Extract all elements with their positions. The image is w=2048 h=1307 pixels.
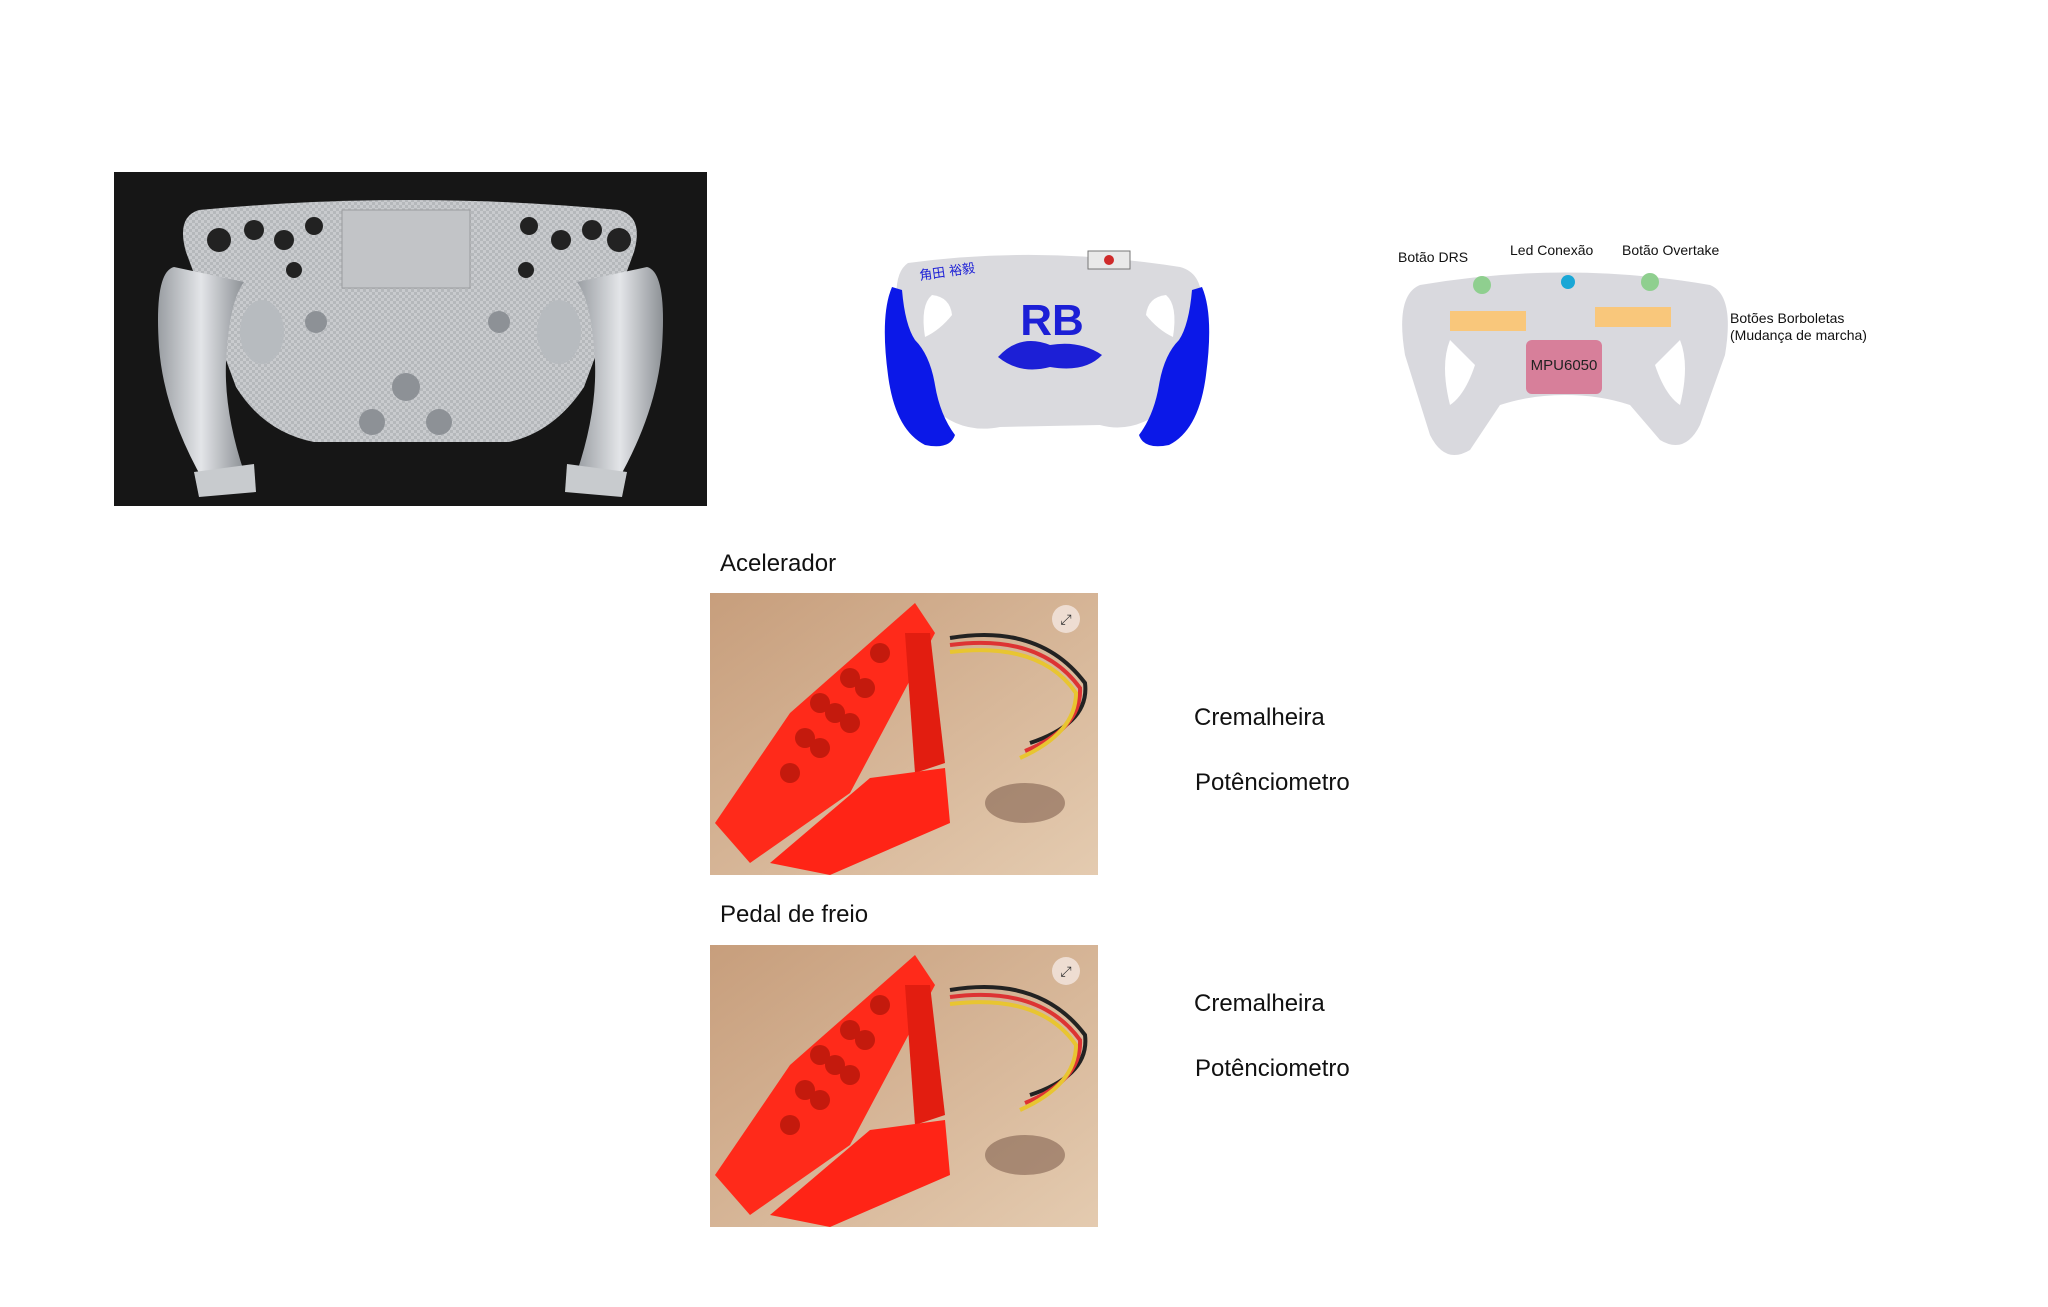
overtake-label: Botão Overtake bbox=[1622, 242, 1720, 258]
paddles-label-line2: (Mudança de marcha) bbox=[1730, 327, 1867, 343]
rb-logo-text: RB bbox=[1020, 296, 1084, 345]
brake-rack-label: Cremalheira bbox=[1194, 990, 1325, 1017]
expand-button[interactable]: ⤢ bbox=[1052, 605, 1080, 633]
steering-wheel-illustration bbox=[158, 200, 663, 497]
mpu-label: MPU6050 bbox=[1530, 357, 1598, 374]
expand-icon: ⤢ bbox=[1060, 962, 1072, 979]
connection-led-icon bbox=[1561, 275, 1575, 289]
wheel-diagram: MPU6050 bbox=[1400, 255, 1730, 465]
mpu-module bbox=[1526, 340, 1602, 394]
bull-icon bbox=[998, 341, 1102, 370]
expand-icon: ⤢ bbox=[1060, 610, 1072, 627]
accelerator-rack-label: Cremalheira bbox=[1194, 704, 1325, 731]
drs-label: Botão DRS bbox=[1398, 249, 1469, 265]
left-grip bbox=[884, 287, 955, 447]
left-paddle bbox=[1450, 311, 1526, 331]
rb-wheel-body bbox=[896, 254, 1202, 429]
drs-button-icon bbox=[1473, 276, 1491, 294]
paddles-label-line1: Botões Borboletas bbox=[1730, 310, 1845, 326]
driver-name: 角田 裕毅 bbox=[918, 260, 976, 284]
accelerator-pedal-photo: ⤢ bbox=[710, 593, 1098, 875]
led-label: Led Conexão bbox=[1510, 242, 1594, 258]
brake-pot-label: Potênciometro bbox=[1195, 1055, 1350, 1082]
right-paddle bbox=[1595, 307, 1671, 327]
rb-wheel-mockup: RB 角田 裕毅 bbox=[880, 245, 1215, 455]
accelerator-pot-label: Potênciometro bbox=[1195, 769, 1350, 796]
brake-title: Pedal de freio bbox=[720, 901, 869, 928]
paddles-label: Botões Borboletas (Mudança de marcha) bbox=[1730, 310, 1867, 344]
steering-wheel-photo bbox=[114, 172, 707, 506]
overtake-button-icon bbox=[1641, 273, 1659, 291]
right-grip bbox=[1139, 287, 1210, 447]
brake-pedal-photo: ⤢ bbox=[710, 945, 1098, 1227]
accelerator-title: Acelerador bbox=[720, 550, 837, 577]
expand-button[interactable]: ⤢ bbox=[1052, 957, 1080, 985]
